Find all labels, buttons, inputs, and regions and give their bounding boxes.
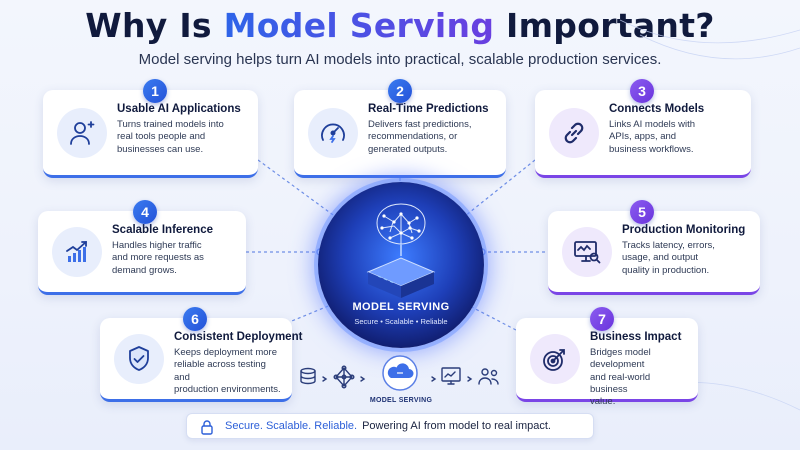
page-subtitle: Model serving helps turn AI models into … xyxy=(138,51,662,68)
card-number-badge: 1 xyxy=(143,79,167,103)
target-icon xyxy=(530,333,580,384)
lock-icon xyxy=(201,420,213,435)
database-icon xyxy=(300,367,316,385)
card-scalable-inference: Scalable Inference Handles higher traffi… xyxy=(38,211,246,295)
shield-check-icon xyxy=(114,333,164,384)
flow-label: MODEL SERVING xyxy=(369,397,433,404)
card-description: Tracks latency, errors,usage, and output… xyxy=(622,240,715,276)
hub-title: MODEL SERVING xyxy=(352,301,450,313)
card-real-time-predictions: Real-Time Predictions Delivers fast pred… xyxy=(294,90,506,178)
flow-arrow xyxy=(322,376,328,382)
card-title: Real-Time Predictions xyxy=(368,103,489,115)
serving-flow xyxy=(300,355,499,391)
card-number-badge: 3 xyxy=(630,79,654,103)
card-title: Production Monitoring xyxy=(622,224,746,236)
card-title: Scalable Inference xyxy=(112,224,213,236)
dashboard-icon xyxy=(441,367,461,385)
card-number-badge: 6 xyxy=(183,307,207,331)
card-usable-ai-applications: Usable AI Applications Turns trained mod… xyxy=(43,90,258,178)
card-number-badge: 7 xyxy=(590,307,614,331)
card-description: Delivers fast predictions,recommendation… xyxy=(368,119,472,155)
hub-subtitle: Secure • Scalable • Reliable xyxy=(354,317,448,326)
card-title: Consistent Deployment xyxy=(174,331,303,343)
flow-arrow xyxy=(467,376,473,382)
growth-chart-icon xyxy=(52,226,102,277)
brain-server-icon xyxy=(366,203,436,298)
user-sparkle-icon xyxy=(57,107,107,158)
card-consistent-deployment: Consistent Deployment Keeps deployment m… xyxy=(100,318,303,402)
card-number-badge: 2 xyxy=(388,79,412,103)
card-production-monitoring: Production Monitoring Tracks latency, er… xyxy=(548,211,760,295)
users-icon xyxy=(478,368,499,385)
flow-arrow xyxy=(431,376,437,382)
link-icon xyxy=(549,107,599,158)
footer-banner: Secure. Scalable. Reliable. Powering AI … xyxy=(186,413,594,439)
card-title: Usable AI Applications xyxy=(117,103,241,115)
footer-text: Powering AI from model to real impact. xyxy=(362,420,551,432)
card-number-badge: 5 xyxy=(630,200,654,224)
card-number-badge: 4 xyxy=(133,200,157,224)
speedometer-icon xyxy=(308,107,358,158)
card-business-impact: Business Impact Bridges model developmen… xyxy=(516,318,698,407)
flow-arrow xyxy=(360,376,366,382)
cloud-icon xyxy=(387,363,414,378)
card-title: Connects Models xyxy=(609,103,705,115)
neural-network-icon xyxy=(333,365,355,389)
footer-emphasis: Secure. Scalable. Reliable. xyxy=(225,420,358,432)
monitor-search-icon xyxy=(562,226,612,277)
card-title: Business Impact xyxy=(590,331,682,343)
page-title: Why Is Model Serving Important? xyxy=(85,6,715,45)
